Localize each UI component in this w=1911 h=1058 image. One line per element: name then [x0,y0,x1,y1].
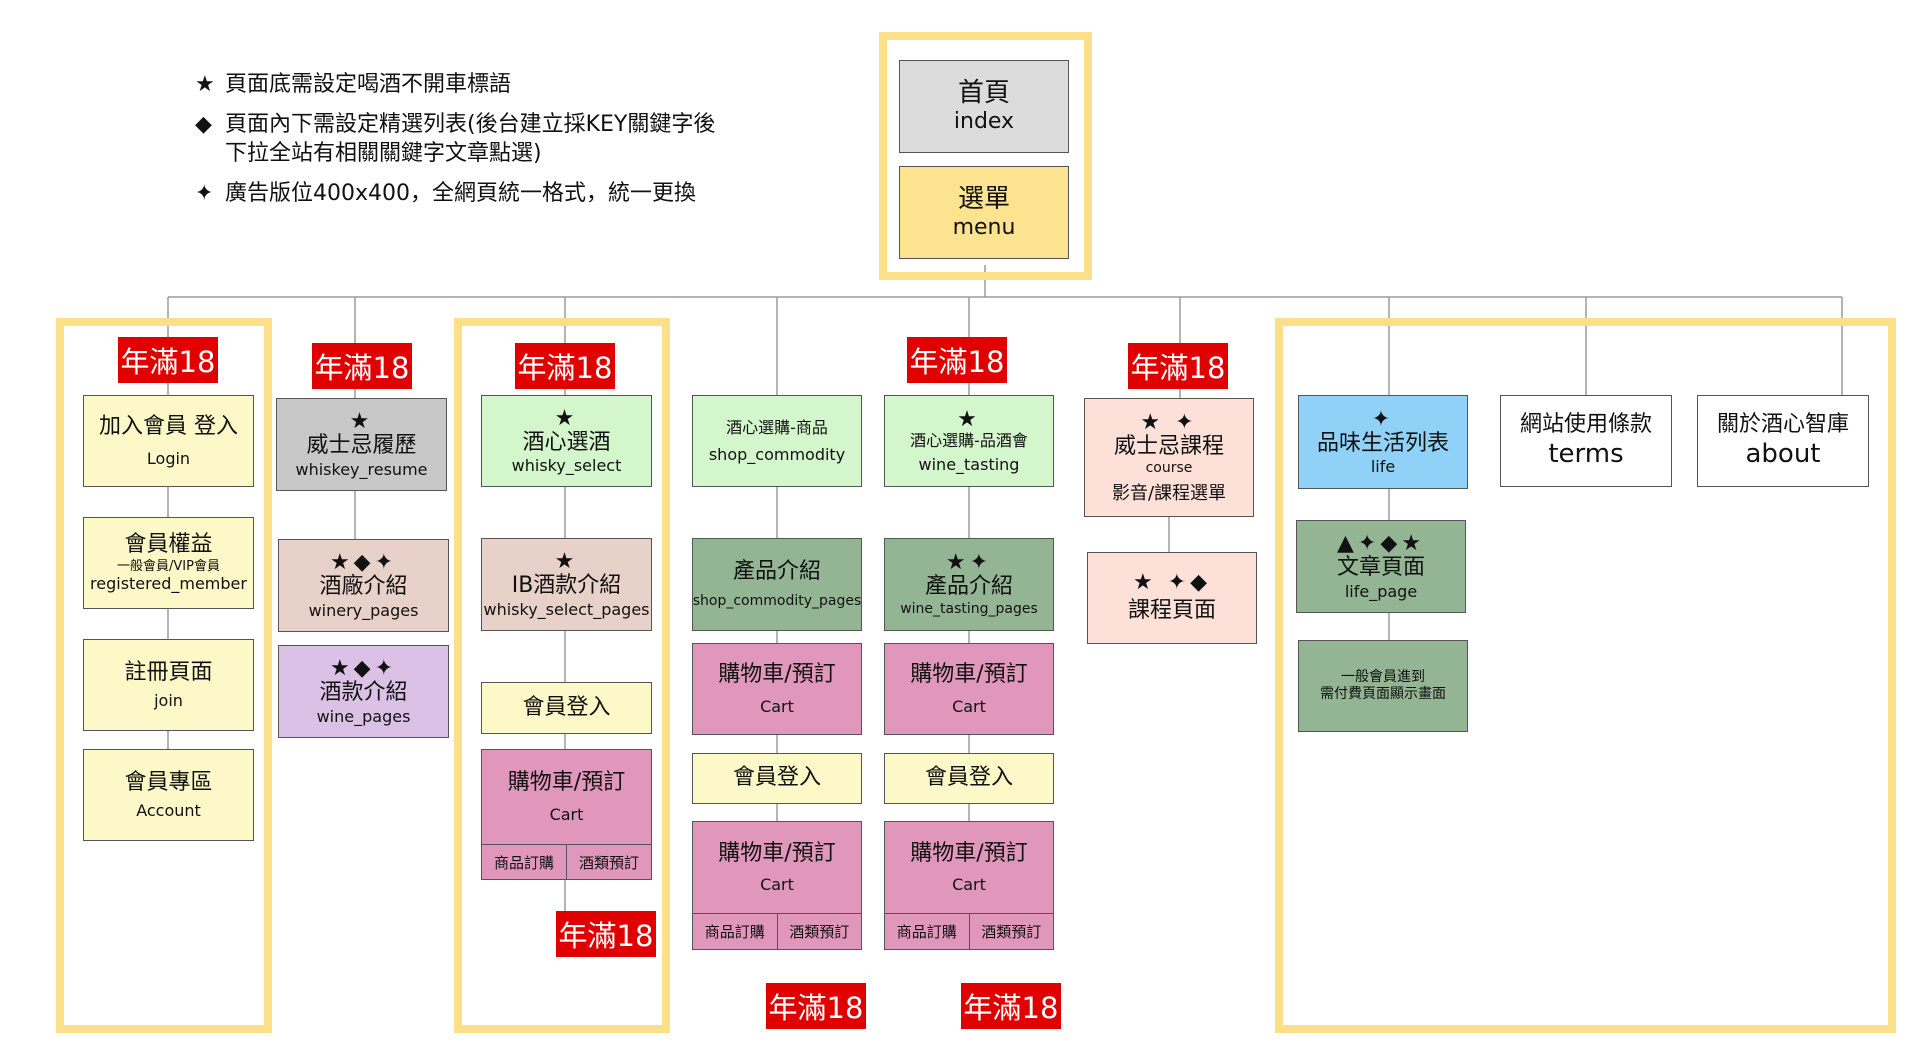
node-whiskey-resume[interactable]: ★ 威士忌履歷 whiskey_resume [276,398,447,491]
node-registered-member[interactable]: 會員權益 一般會員/VIP會員 registered_member [83,517,254,609]
node-cart-tasting[interactable]: 購物車/預訂 Cart [884,643,1054,735]
node-life[interactable]: ✦ 品味生活列表 life [1298,395,1468,489]
legend: ★頁面底需設定喝酒不開車標語 ◆頁面內下需設定精選列表(後台建立採KEY關鍵字後… [195,70,755,209]
feature-icons: ▲✦◆★ [1337,531,1425,557]
cart-options-tasting: 商品訂購 酒類預訂 [884,914,1054,950]
node-wine-tasting[interactable]: ★ 酒心選購-品酒會 wine_tasting [884,395,1054,487]
diamond-icon: ◆ [195,111,212,137]
sparkle-icon: ✦ [195,181,214,207]
node-member-login-select[interactable]: 會員登入 [481,682,652,734]
feature-icons: ✦ [1371,406,1395,432]
feature-icons: ★ [957,407,981,433]
node-cart-shop[interactable]: 購物車/預訂 Cart [692,643,862,735]
feature-icons: ★ ✦ [1140,409,1198,435]
age-badge-tasting-cart: 年滿18 [961,983,1061,1029]
frame-home [879,32,1092,280]
age-badge-select-cart: 年滿18 [556,911,656,957]
option-reserve[interactable]: 酒類預訂 [566,845,651,879]
node-member-login-tasting[interactable]: 會員登入 [884,753,1054,804]
node-course-page[interactable]: ★ ✦◆ 課程頁面 [1087,552,1257,644]
feature-icons: ★ [554,405,579,431]
option-order[interactable]: 商品訂購 [493,853,554,872]
legend-item-star: ★頁面底需設定喝酒不開車標語 [195,70,755,100]
node-index[interactable]: 首頁 index [899,60,1069,153]
node-terms[interactable]: 網站使用條款 terms [1500,395,1672,487]
node-cart-shop-2[interactable]: 購物車/預訂 Cart [692,821,862,914]
node-wine-tasting-pages[interactable]: ★✦ 產品介紹 wine_tasting_pages [884,538,1054,631]
node-whisky-select[interactable]: ★ 酒心選酒 whisky_select [481,395,652,487]
age-badge-course: 年滿18 [1128,343,1228,389]
age-badge-resume: 年滿18 [312,343,412,389]
node-menu[interactable]: 選單 menu [899,166,1069,259]
legend-item-sparkle: ✦廣告版位400x400，全網頁統一格式，統一更換 [195,179,755,209]
cart-options-shop: 商品訂購 酒類預訂 [692,914,862,950]
age-badge-select: 年滿18 [515,343,615,389]
node-life-page[interactable]: ▲✦◆★ 文章頁面 life_page [1296,520,1466,613]
node-course[interactable]: ★ ✦ 威士忌課程 course 影音/課程選單 [1084,398,1254,517]
node-cart-tasting-2[interactable]: 購物車/預訂 Cart [884,821,1054,914]
feature-icons: ★ [349,409,374,435]
node-member-login-shop[interactable]: 會員登入 [692,753,862,804]
option-reserve[interactable]: 酒類預訂 [968,914,1054,949]
option-reserve[interactable]: 酒類預訂 [776,914,862,949]
age-badge-shop-cart: 年滿18 [766,983,866,1029]
feature-icons: ★◆✦ [329,550,398,576]
node-shop-commodity-pages[interactable]: 產品介紹 shop_commodity_pages [692,538,862,631]
age-badge-member: 年滿18 [118,337,218,383]
feature-icons: ★ ✦◆ [1132,570,1212,596]
node-login[interactable]: 加入會員 登入 Login [83,395,254,487]
node-account[interactable]: 會員專區 Account [83,749,254,841]
node-wine-pages[interactable]: ★◆✦ 酒款介紹 wine_pages [278,645,449,738]
node-winery-pages[interactable]: ★◆✦ 酒廠介紹 winery_pages [278,539,449,632]
frame-select [454,318,670,1033]
feature-icons: ★ [554,549,579,575]
legend-item-diamond: ◆頁面內下需設定精選列表(後台建立採KEY關鍵字後 下拉全站有相關關鍵字文章點選… [195,111,716,167]
option-order[interactable]: 商品訂購 [896,923,957,941]
node-whisky-select-pages[interactable]: ★ IB酒款介紹 whisky_select_pages [481,538,652,631]
cart-options-select: 商品訂購 酒類預訂 [481,845,652,880]
frame-life [1275,318,1896,1033]
node-cart-select[interactable]: 購物車/預訂 Cart [481,749,652,845]
frame-member [56,318,272,1033]
feature-icons: ★✦ [945,550,993,576]
node-join[interactable]: 註冊頁面 join [83,639,254,731]
node-shop-commodity[interactable]: 酒心選購-商品 shop_commodity [692,395,862,487]
node-paywall[interactable]: 一般會員進到 需付費頁面顯示畫面 [1298,640,1468,732]
age-badge-tasting: 年滿18 [907,337,1007,383]
feature-icons: ★◆✦ [329,656,398,682]
star-icon: ★ [195,72,215,97]
option-order[interactable]: 商品訂購 [704,923,765,941]
node-about[interactable]: 關於酒心智庫 about [1697,395,1869,487]
